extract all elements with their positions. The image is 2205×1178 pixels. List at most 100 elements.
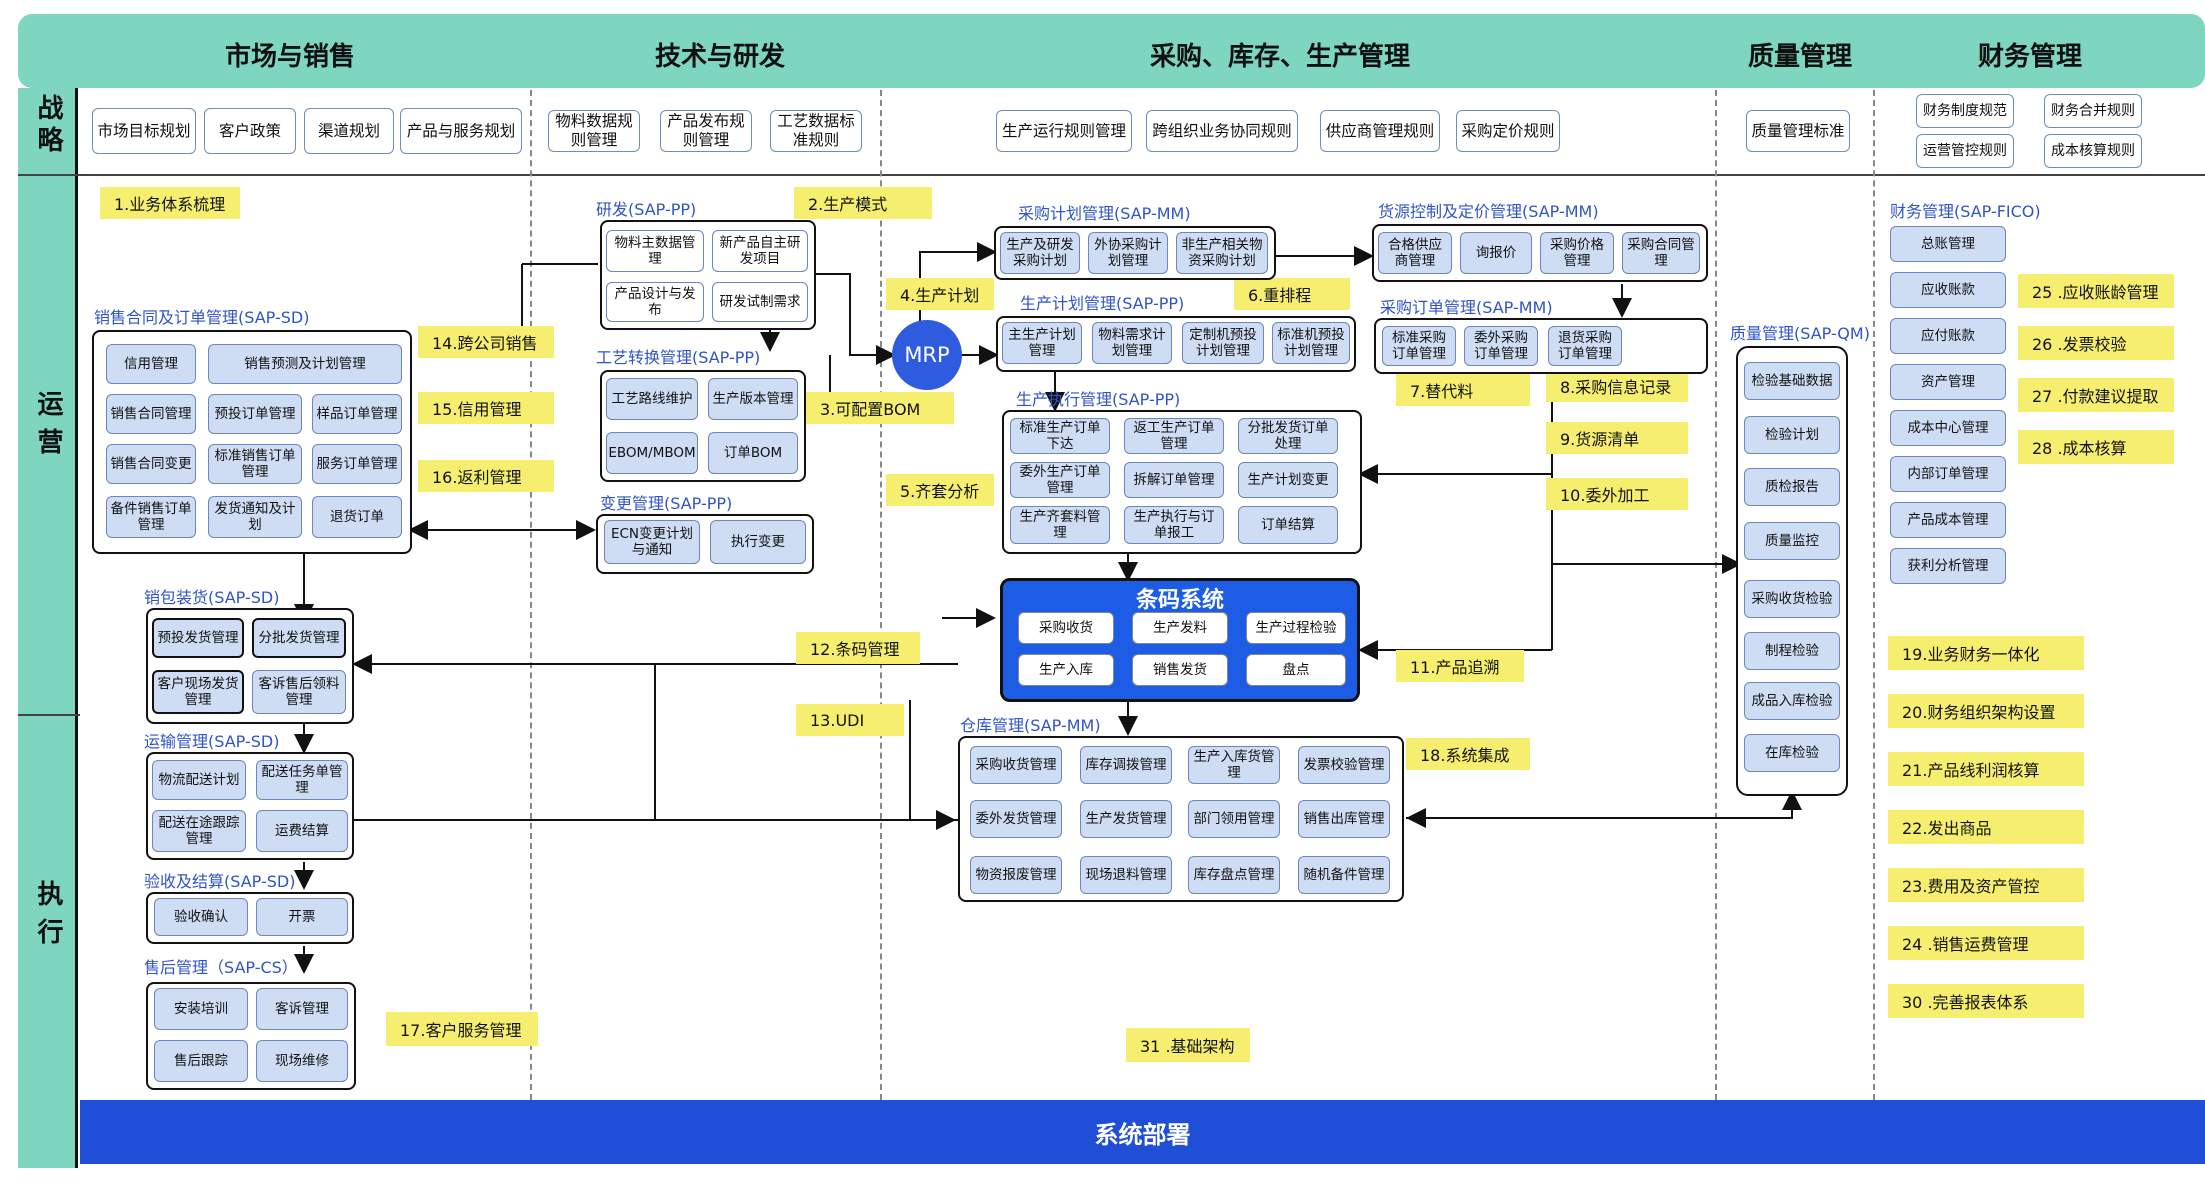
box-sample-order[interactable]: 样品订单管理 [312, 394, 402, 434]
box-bc-production-receipt[interactable]: 生产入库 [1018, 654, 1114, 686]
box-product-design-release[interactable]: 产品设计与发布 [606, 282, 704, 322]
box-incoming-inspection[interactable]: 采购收货检验 [1744, 580, 1840, 618]
box-credit-management[interactable]: 信用管理 [106, 344, 196, 384]
box-outsourced-delivery[interactable]: 委外发货管理 [970, 800, 1062, 838]
box-production-receipt-mgmt[interactable]: 生产入库货管理 [1188, 746, 1280, 784]
box-install-training[interactable]: 安装培训 [154, 988, 248, 1030]
strategy-finance-norms[interactable]: 财务制度规范 [1916, 94, 2014, 128]
box-rework-order[interactable]: 返工生产订单管理 [1124, 418, 1224, 454]
strategy-quality-standard[interactable]: 质量管理标准 [1746, 110, 1850, 152]
box-order-bom[interactable]: 订单BOM [708, 432, 798, 474]
box-bc-stocktake[interactable]: 盘点 [1246, 654, 1346, 686]
box-outsourcing-po[interactable]: 委外采购订单管理 [1464, 326, 1538, 366]
strategy-product-service-plan[interactable]: 产品与服务规划 [400, 108, 522, 154]
box-quality-monitoring[interactable]: 质量监控 [1744, 522, 1840, 560]
box-ebom-mbom[interactable]: EBOM/MBOM [606, 432, 698, 474]
box-field-repair[interactable]: 现场维修 [256, 1040, 348, 1082]
mrp-node[interactable]: MRP [892, 320, 962, 390]
box-outsourced-production-order[interactable]: 委外生产订单管理 [1010, 462, 1110, 498]
box-purchase-price[interactable]: 采购价格管理 [1540, 232, 1614, 274]
box-kitting-material[interactable]: 生产齐套料管理 [1010, 506, 1110, 544]
box-accounts-payable[interactable]: 应付账款 [1890, 318, 2006, 354]
box-purchase-contract[interactable]: 采购合同管理 [1622, 232, 1700, 274]
box-freight-settlement[interactable]: 运费结算 [256, 810, 348, 852]
box-delivery-notice[interactable]: 发货通知及计划 [208, 496, 302, 538]
box-pre-investment-delivery[interactable]: 预投发货管理 [152, 618, 244, 658]
box-sales-outbound[interactable]: 销售出库管理 [1298, 800, 1390, 838]
strategy-process-data-standard[interactable]: 工艺数据标准规则 [770, 110, 862, 152]
box-standard-machine-plan[interactable]: 标准机预投计划管理 [1272, 322, 1350, 364]
box-disassembly-order[interactable]: 拆解订单管理 [1124, 462, 1224, 498]
box-invoice-verify-mgmt[interactable]: 发票校验管理 [1298, 746, 1390, 784]
box-material-scrap[interactable]: 物资报废管理 [970, 856, 1062, 894]
box-field-return[interactable]: 现场退料管理 [1080, 856, 1172, 894]
box-dispatch-order[interactable]: 配送任务单管理 [256, 760, 348, 800]
strategy-customer-policy[interactable]: 客户政策 [204, 108, 296, 154]
box-bc-sales-delivery[interactable]: 销售发货 [1132, 654, 1228, 686]
strategy-production-rules[interactable]: 生产运行规则管理 [996, 110, 1132, 152]
box-bc-purchase-receipt[interactable]: 采购收货 [1018, 612, 1114, 644]
box-non-production-purchase-plan[interactable]: 非生产相关物资采购计划 [1176, 232, 1268, 274]
box-inspection-master-data[interactable]: 检验基础数据 [1744, 362, 1840, 400]
box-new-product-project[interactable]: 新产品自主研发项目 [712, 230, 808, 272]
box-standard-po[interactable]: 标准采购订单管理 [1382, 326, 1456, 366]
box-aftersales-material[interactable]: 客诉售后领料管理 [252, 670, 346, 714]
box-accounts-receivable[interactable]: 应收账款 [1890, 272, 2006, 308]
box-qualified-supplier[interactable]: 合格供应商管理 [1378, 232, 1452, 274]
box-ecn-change-plan[interactable]: ECN变更计划与通知 [604, 520, 700, 564]
box-transit-tracking[interactable]: 配送在途跟踪管理 [152, 810, 246, 852]
box-production-delivery[interactable]: 生产发货管理 [1080, 800, 1172, 838]
box-aftersales-tracking[interactable]: 售后跟踪 [154, 1040, 248, 1082]
box-random-spare-parts[interactable]: 随机备件管理 [1298, 856, 1390, 894]
strategy-purchase-pricing[interactable]: 采购定价规则 [1456, 110, 1560, 152]
box-acceptance-confirm[interactable]: 验收确认 [154, 898, 248, 936]
box-prod-rnd-purchase-plan[interactable]: 生产及研发采购计划 [1000, 232, 1080, 274]
box-master-production-plan[interactable]: 主生产计划管理 [1002, 322, 1082, 364]
box-rnd-trial-demand[interactable]: 研发试制需求 [712, 282, 808, 322]
box-pre-investment-order[interactable]: 预投订单管理 [208, 394, 302, 434]
strategy-market-target[interactable]: 市场目标规划 [92, 108, 196, 154]
box-return-po[interactable]: 退货采购订单管理 [1548, 326, 1622, 366]
box-logistics-plan[interactable]: 物流配送计划 [152, 760, 246, 800]
box-material-master[interactable]: 物料主数据管理 [606, 230, 704, 272]
box-inventory-count[interactable]: 库存盘点管理 [1188, 856, 1280, 894]
box-onsite-delivery[interactable]: 客户现场发货管理 [152, 670, 244, 714]
box-invoicing[interactable]: 开票 [256, 898, 348, 936]
box-asset-management[interactable]: 资产管理 [1890, 364, 2006, 400]
box-in-stock-inspection[interactable]: 在库检验 [1744, 734, 1840, 772]
box-inprocess-inspection[interactable]: 制程检验 [1744, 632, 1840, 670]
box-general-ledger[interactable]: 总账管理 [1890, 226, 2006, 262]
box-inquiry-quotation[interactable]: 询报价 [1460, 232, 1532, 274]
strategy-supplier-rules[interactable]: 供应商管理规则 [1320, 110, 1440, 152]
box-sales-contract-change[interactable]: 销售合同变更 [106, 444, 196, 484]
box-production-version[interactable]: 生产版本管理 [708, 378, 798, 420]
strategy-material-data-rules[interactable]: 物料数据规则管理 [548, 110, 640, 152]
box-order-settlement[interactable]: 订单结算 [1238, 506, 1338, 544]
box-internal-order[interactable]: 内部订单管理 [1890, 456, 2006, 492]
box-department-requisition[interactable]: 部门领用管理 [1188, 800, 1280, 838]
box-purchase-receipt-mgmt[interactable]: 采购收货管理 [970, 746, 1062, 784]
strategy-cross-org-rules[interactable]: 跨组织业务协同规则 [1146, 110, 1298, 152]
box-execute-change[interactable]: 执行变更 [710, 520, 806, 564]
box-profitability-analysis[interactable]: 获利分析管理 [1890, 548, 2006, 584]
box-batch-delivery-order[interactable]: 分批发货订单处理 [1238, 418, 1338, 454]
box-spare-parts-order[interactable]: 备件销售订单管理 [106, 496, 196, 538]
system-deployment-bar[interactable]: 系统部署 [80, 1100, 2205, 1164]
box-routing-maintenance[interactable]: 工艺路线维护 [606, 378, 698, 420]
box-cost-center[interactable]: 成本中心管理 [1890, 410, 2006, 446]
box-material-requirement-plan[interactable]: 物料需求计划管理 [1092, 322, 1172, 364]
box-inspection-report[interactable]: 质检报告 [1744, 468, 1840, 506]
box-product-cost[interactable]: 产品成本管理 [1890, 502, 2006, 538]
box-finished-goods-inspection[interactable]: 成品入库检验 [1744, 682, 1840, 720]
box-service-order[interactable]: 服务订单管理 [312, 444, 402, 484]
box-execution-reporting[interactable]: 生产执行与订单报工 [1124, 506, 1224, 544]
box-custom-machine-plan[interactable]: 定制机预投计划管理 [1182, 322, 1264, 364]
box-bc-production-issue[interactable]: 生产发料 [1132, 612, 1228, 644]
box-sales-forecast-plan[interactable]: 销售预测及计划管理 [208, 344, 402, 384]
box-batch-delivery[interactable]: 分批发货管理 [252, 618, 346, 658]
strategy-operation-control[interactable]: 运营管控规则 [1916, 134, 2014, 168]
box-bc-inprocess-inspection[interactable]: 生产过程检验 [1246, 612, 1346, 644]
box-stock-transfer[interactable]: 库存调拨管理 [1080, 746, 1172, 784]
box-inspection-plan[interactable]: 检验计划 [1744, 416, 1840, 454]
box-standard-sales-order[interactable]: 标准销售订单管理 [208, 444, 302, 484]
